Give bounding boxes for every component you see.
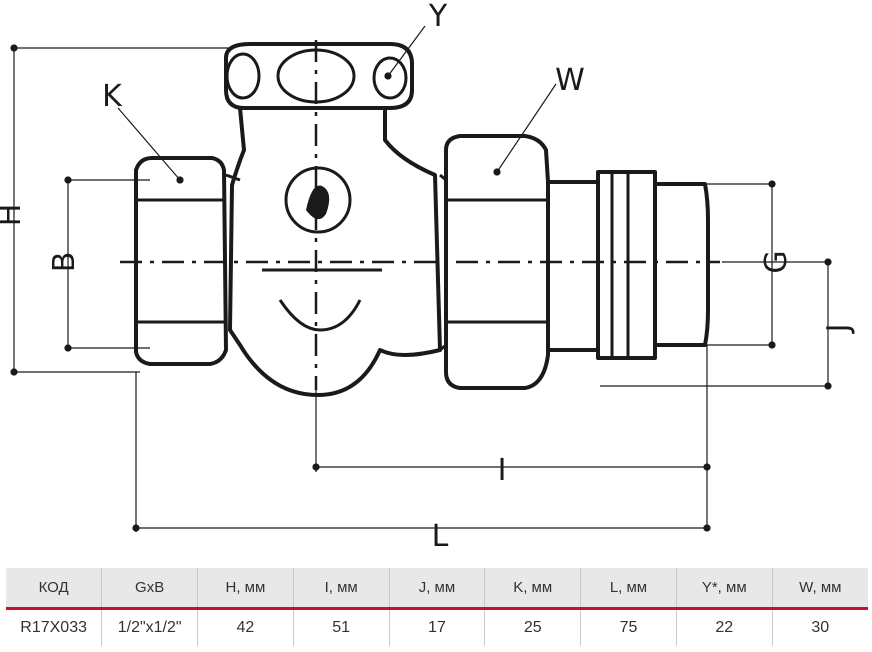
table-cell: 51 [292,608,390,646]
table-cell: 17 [388,608,485,646]
table-cell: 22 [675,608,773,646]
label-i: I [498,453,507,488]
header-cell: H, мм [197,568,294,610]
header-cell: W, мм [771,568,868,610]
label-b: B [47,252,82,273]
dimension-labels: H B K Y W G J I L [0,0,856,554]
table-row: R17X033 1/2"x1/2" 42 51 17 25 75 22 30 [6,608,868,646]
table-cell: 42 [197,608,294,646]
header-cell: K, мм [484,568,581,610]
header-cell: L, мм [580,568,677,610]
table-cell: 30 [771,608,868,646]
label-k: K [102,79,123,114]
header-cell: Y*, мм [675,568,773,610]
spec-table: КОД GxB H, мм I, мм J, мм K, мм L, мм Y*… [6,568,868,646]
header-cell: GxB [101,568,198,610]
valve-technical-drawing: H B K Y W G J I L [0,0,856,554]
table-cell: 75 [580,608,677,646]
table-header-row: КОД GxB H, мм I, мм J, мм K, мм L, мм Y*… [6,568,868,610]
label-y: Y [428,0,448,34]
label-l: L [432,519,449,554]
valve-body [134,42,710,397]
table-cell: 1/2"x1/2" [101,608,198,646]
label-j: J [821,324,856,335]
header-cell: J, мм [388,568,485,610]
label-h: H [0,204,28,227]
dimension-lines [10,25,832,532]
label-g: G [759,250,794,273]
header-cell: КОД [6,568,102,610]
table-cell: 25 [484,608,581,646]
label-w: W [555,63,585,98]
logo-shield [284,166,352,234]
center-lines [120,40,720,390]
table-cell: R17X033 [6,608,102,646]
header-cell: I, мм [292,568,390,610]
